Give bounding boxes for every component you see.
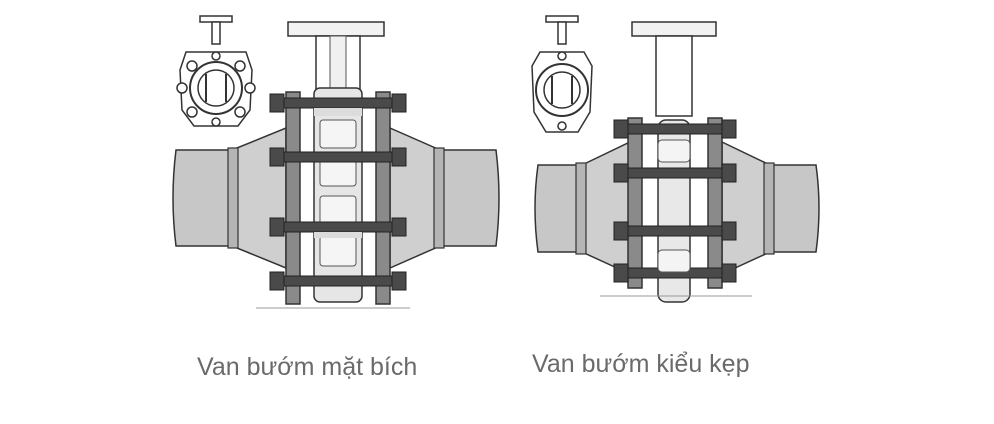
wafer-type-valve-diagram (531, 15, 820, 303)
flange-left (627, 117, 643, 289)
flange-left (285, 91, 301, 305)
pipe-left (172, 126, 287, 270)
valve-stem (655, 35, 693, 117)
lug-type-valve-diagram (172, 15, 500, 309)
valve-top-plate (287, 21, 385, 37)
pipe-right (389, 126, 500, 270)
pipe-right (721, 140, 820, 276)
flange-right (707, 117, 723, 289)
wafer-valve-caption: Van bướm kiểu kẹp (532, 350, 750, 378)
bolt-set (613, 119, 737, 283)
lug-valve-caption: Van bướm mặt bích (197, 353, 418, 381)
pipe-left (534, 140, 631, 276)
wafer-valve-front-view-icon (531, 15, 593, 133)
lug-valve-front-view-icon (176, 15, 256, 127)
flange-right (375, 91, 391, 305)
valve-top-plate (631, 21, 717, 37)
